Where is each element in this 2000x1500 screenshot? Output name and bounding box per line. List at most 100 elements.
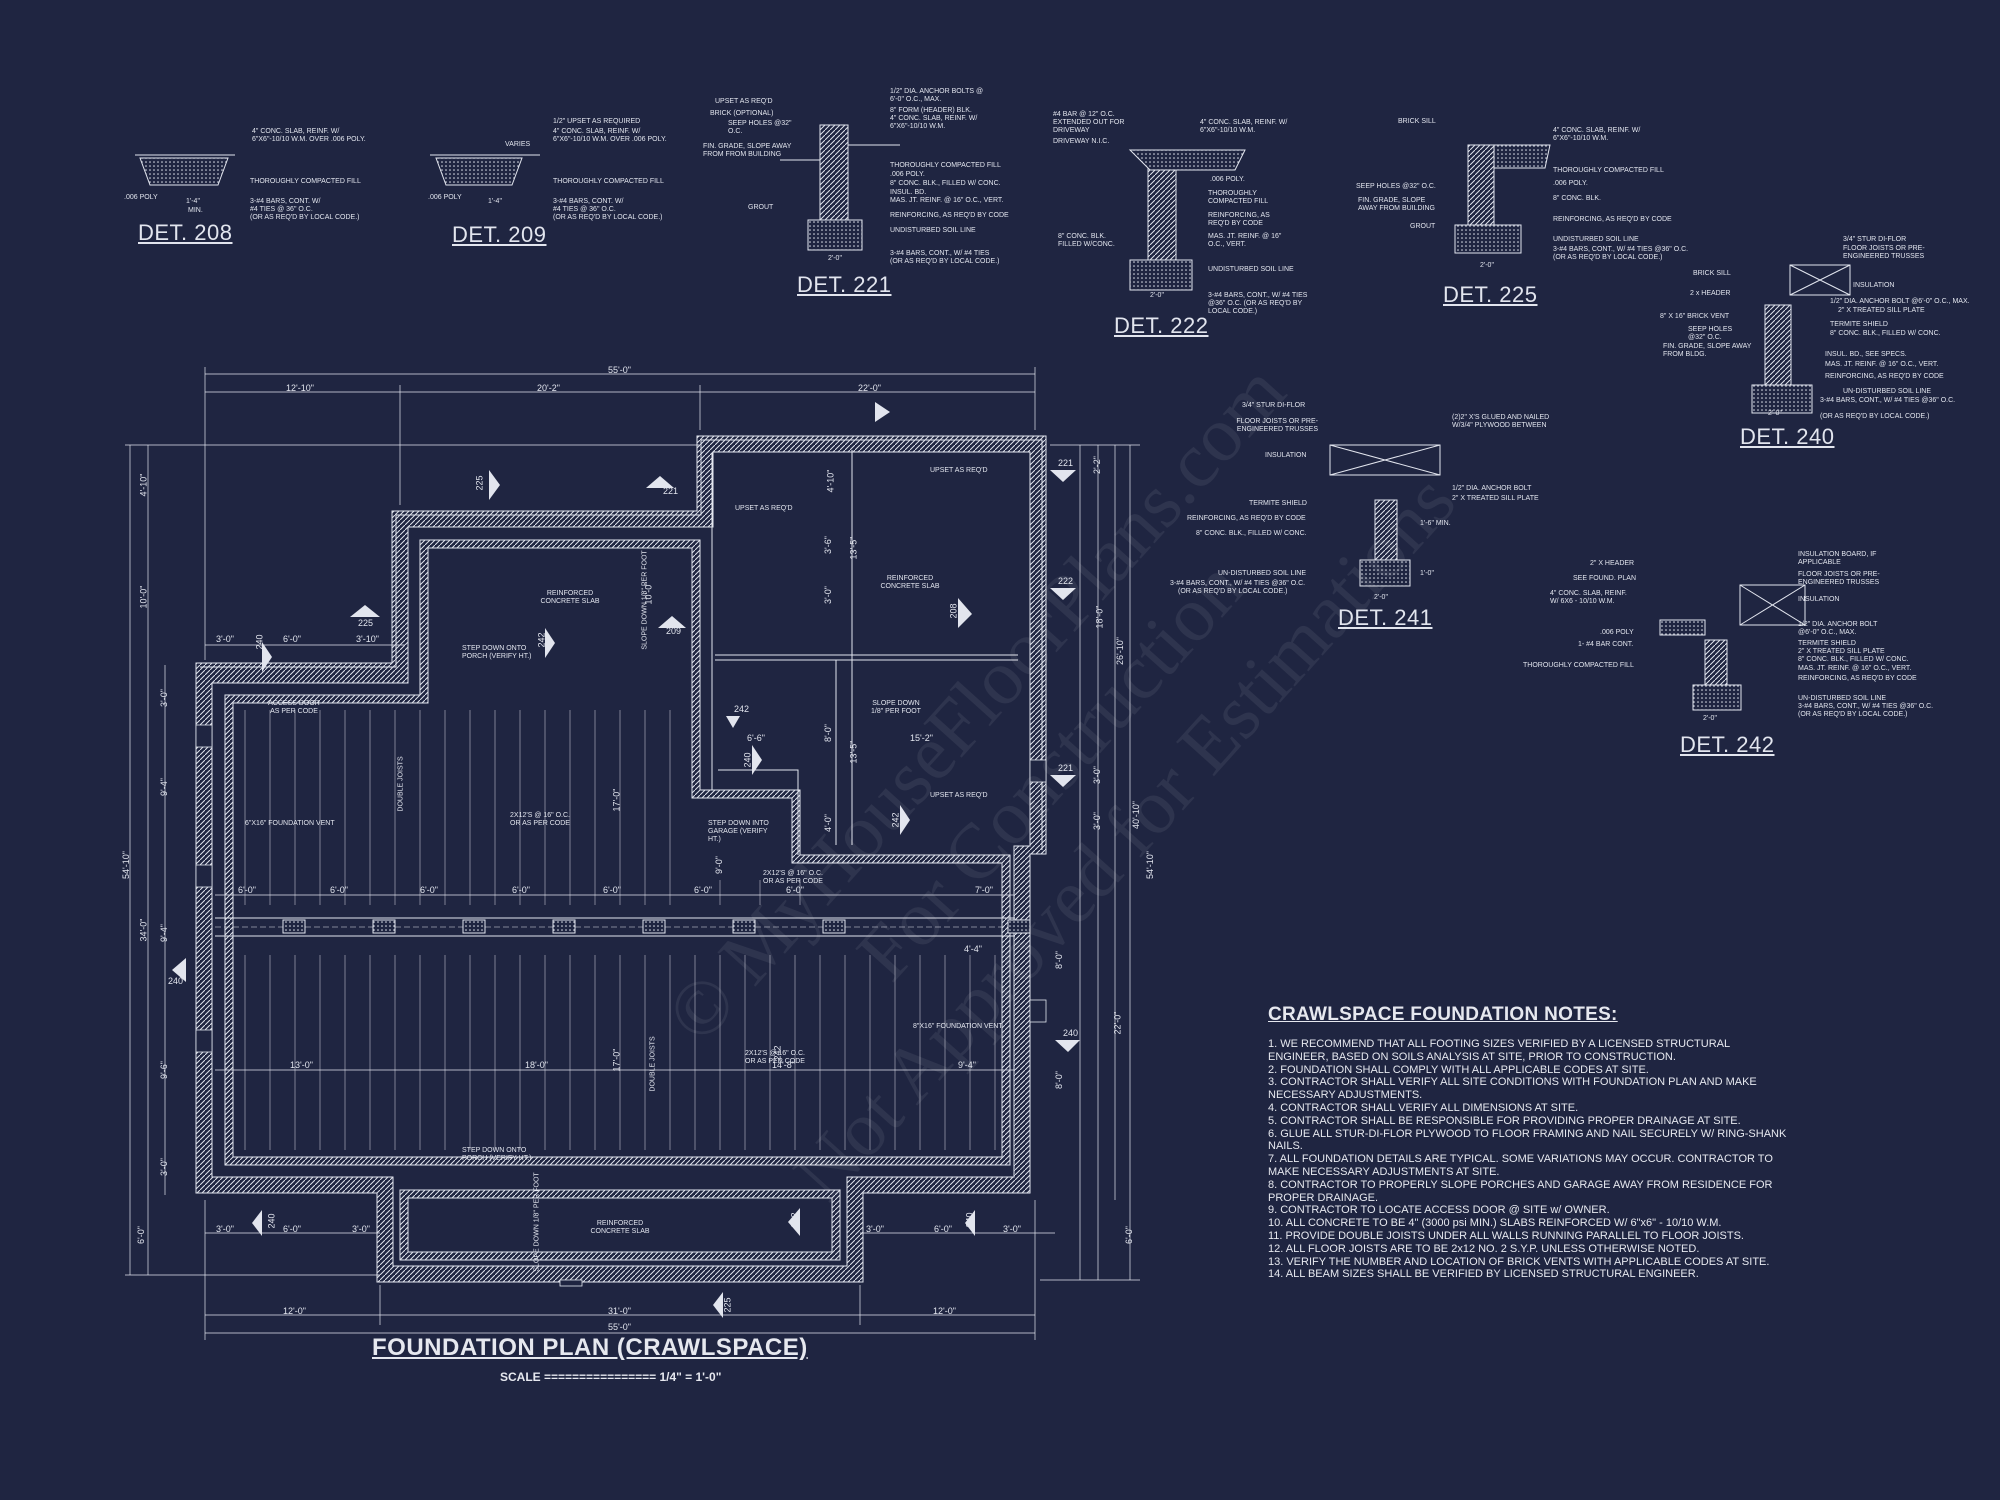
note: .006 POLY. — [1210, 176, 1245, 183]
note: 8" CONC. BLK. FILLED W/CONC. — [1058, 233, 1115, 248]
dimension-label: 34'-0" — [138, 918, 149, 942]
detail-title: DET. 221 — [797, 272, 892, 297]
detail-title: DET. 209 — [452, 222, 547, 247]
dimension-label: 3'-10" — [356, 634, 379, 644]
note: .006 POLY — [1600, 629, 1634, 636]
note: 4" CONC. SLAB, REINF. W/ 6"X6"-10/10 W.M… — [1200, 119, 1288, 134]
dimension-label: 3'-0" — [1003, 1224, 1021, 1234]
dimension-label: 9'-4" — [158, 924, 169, 942]
note: SEE FOUND. PLAN — [1573, 575, 1637, 582]
note-item: 4. CONTRACTOR SHALL VERIFY ALL DIMENSION… — [1268, 1101, 1579, 1114]
plan-note: SLOPE DOWN 1/8" PER FOOT — [871, 700, 921, 715]
note: 6"X6"-10/10 W.M. OVER .006 POLY. — [252, 136, 366, 143]
dimension-label: 6'-0" — [283, 634, 301, 644]
note: 1/2" DIA. ANCHOR BOLT @6'-0" O.C., MAX. — [1830, 298, 1970, 305]
note: 3/4" STUR DI-FLOR — [1242, 402, 1306, 409]
note-item: 3. CONTRACTOR SHALL VERIFY ALL SITE COND… — [1268, 1076, 1757, 1102]
notes-title: CRAWLSPACE FOUNDATION NOTES: — [1268, 1004, 1618, 1025]
note: MIN. — [188, 207, 203, 214]
note: 1- #4 BAR CONT. — [1578, 641, 1634, 648]
note: MAS. JT. REINF. @ 16" O.C., VERT. — [1798, 665, 1912, 672]
note: 4" CONC. SLAB, REINF. W/ 6X6 - 10/10 W.M… — [1550, 590, 1627, 605]
note: 2" X TREATED SILL PLATE — [1798, 648, 1885, 655]
note: .006 POLY. — [890, 171, 925, 178]
note: 2'-0" — [1703, 715, 1717, 722]
note: 1/2" DIA. ANCHOR BOLTS @ 6'-0" O.C., MAX… — [890, 88, 984, 103]
plan-note: SLOPE DOWN 1/8" PER FOOT — [533, 1172, 541, 1272]
detail-title: DET. 225 — [1443, 282, 1538, 307]
note: MAS. JT. REINF. @ 16" O.C., VERT. — [1208, 233, 1282, 248]
dimension-label: 13'-5" — [848, 740, 859, 764]
note: 4" CONC. SLAB, REINF. W/ 6"X6"-10/10 W.M… — [890, 115, 978, 130]
section-tag: 240 — [742, 752, 753, 768]
note: UNDISTURBED SOIL LINE — [1208, 266, 1294, 273]
note: FLOOR JOISTS OR PRE-ENGINEERED TRUSSES — [1798, 571, 1880, 586]
note-item: 2. FOUNDATION SHALL COMPLY WITH ALL APPL… — [1268, 1063, 1649, 1076]
dimension-label: 6'-0" — [694, 885, 712, 895]
note: 3-#4 BARS, CONT., W/ #4 TIES @36" O.C. — [1820, 397, 1956, 404]
dimension-label: 9'-4" — [958, 1060, 976, 1070]
section-tag: 221 — [1058, 763, 1074, 773]
dimension-label: 6'-0" — [1123, 1226, 1134, 1244]
note: FLOOR JOISTS OR PRE-ENGINEERED TRUSSES — [1843, 245, 1925, 260]
dimension-label: 26'-10" — [1114, 637, 1125, 665]
section-tag: 225 — [722, 1297, 733, 1313]
note: 2'-0" — [1768, 410, 1782, 417]
note: UNDISTURBED SOIL LINE — [1553, 236, 1639, 243]
plan-note: REINFORCED CONCRETE SLAB — [590, 1220, 650, 1235]
note: 4" CONC. SLAB, REINF. W/ — [252, 128, 340, 135]
note: SEEP HOLES @32" O.C. — [1356, 183, 1436, 190]
note-item: 11. PROVIDE DOUBLE JOISTS UNDER ALL WALL… — [1268, 1229, 1744, 1242]
dimension-lines — [125, 367, 1140, 1340]
plan-title: FOUNDATION PLAN (CRAWLSPACE) — [372, 1334, 808, 1361]
plan-note: REINFORCED CONCRETE SLAB — [540, 590, 600, 605]
dimension-label: 3'-0" — [158, 689, 169, 707]
note: INSULATION — [1265, 452, 1307, 459]
dimension-label: 3'-0" — [216, 634, 234, 644]
section-tag: 242 — [789, 1212, 800, 1228]
dimension-label: 3'-6" — [822, 536, 833, 554]
detail-title: DET. 240 — [1740, 424, 1835, 449]
note: FIN. GRADE, SLOPE AWAY FROM FROM BUILDIN… — [703, 143, 792, 158]
note: (OR AS REQ'D BY LOCAL CODE.) — [1798, 711, 1908, 718]
dimension-label: 7'-0" — [975, 885, 993, 895]
note: (OR AS REQ'D BY LOCAL CODE.) — [1820, 413, 1930, 420]
note: 8" CONC. BLK. — [1553, 195, 1601, 202]
note: .006 POLY. — [1553, 180, 1588, 187]
dimension-label: 9'-4" — [158, 778, 169, 796]
dimension-label: 18'-0" — [1094, 605, 1105, 629]
note: THOROUGHLY COMPACTED FILL — [553, 178, 664, 185]
section-tag: 209 — [666, 626, 682, 636]
dimension-label: 18'-0" — [525, 1060, 548, 1070]
note-item: 9. CONTRACTOR TO LOCATE ACCESS DOOR @ SI… — [1268, 1204, 1610, 1217]
note: 3-#4 BARS, CONT. W/ — [553, 198, 624, 205]
dimension-label: 8'-0" — [1053, 1071, 1064, 1089]
section-tag: 240 — [1063, 1028, 1079, 1038]
note: 1/2" UPSET AS REQUIRED — [553, 118, 641, 125]
plan-note: REINFORCED CONCRETE SLAB — [880, 575, 940, 590]
note: 2" X HEADER — [1590, 560, 1635, 567]
dimension-label: 9'-6" — [158, 1061, 169, 1079]
dimension-label: 12'-10" — [286, 383, 314, 393]
note-item: 14. ALL BEAM SIZES SHALL BE VERIFIED BY … — [1268, 1268, 1699, 1281]
plan-note: SLOPE DOWN 1/8" PER FOOT — [641, 550, 649, 650]
note: UNDISTURBED SOIL LINE — [890, 227, 976, 234]
plan-note: 2X12'S @ 16" O.C. OR AS PER CODE — [510, 812, 570, 827]
detail-title: DET. 208 — [138, 220, 233, 245]
note: MAS. JT. REINF. @ 16" O.C., VERT. — [1825, 361, 1939, 368]
dimension-label: 9'-0" — [713, 856, 724, 874]
dimension-label: 6'-6" — [747, 733, 765, 743]
plan-note: STEP DOWN ONTO PORCH (VERIFY HT.) — [462, 1147, 532, 1162]
plan-scale: SCALE ================ 1/4" = 1'-0" — [500, 1370, 722, 1384]
note: 3-#4 BARS, CONT., W/ #4 TIES @36" O.C. — [1170, 580, 1306, 587]
dimension-label: 6'-0" — [283, 1224, 301, 1234]
dimension-label: 4'-10" — [825, 469, 836, 493]
floor-joists — [244, 710, 996, 1150]
note-item: 6. GLUE ALL STUR-DI-FLOR PLYWOOD TO FLOO… — [1268, 1127, 1787, 1153]
note: REINFORCING, AS REQ'D BY CODE — [1187, 515, 1306, 522]
note: .006 POLY — [428, 194, 462, 201]
dimension-label: 10'-0" — [138, 585, 149, 609]
note: 2" X TREATED SILL PLATE — [1838, 307, 1925, 314]
note: 1/2" DIA. ANCHOR BOLT @6'-0" O.C., MAX. — [1798, 621, 1878, 636]
note: (OR AS REQ'D BY LOCAL CODE.) — [553, 214, 663, 221]
